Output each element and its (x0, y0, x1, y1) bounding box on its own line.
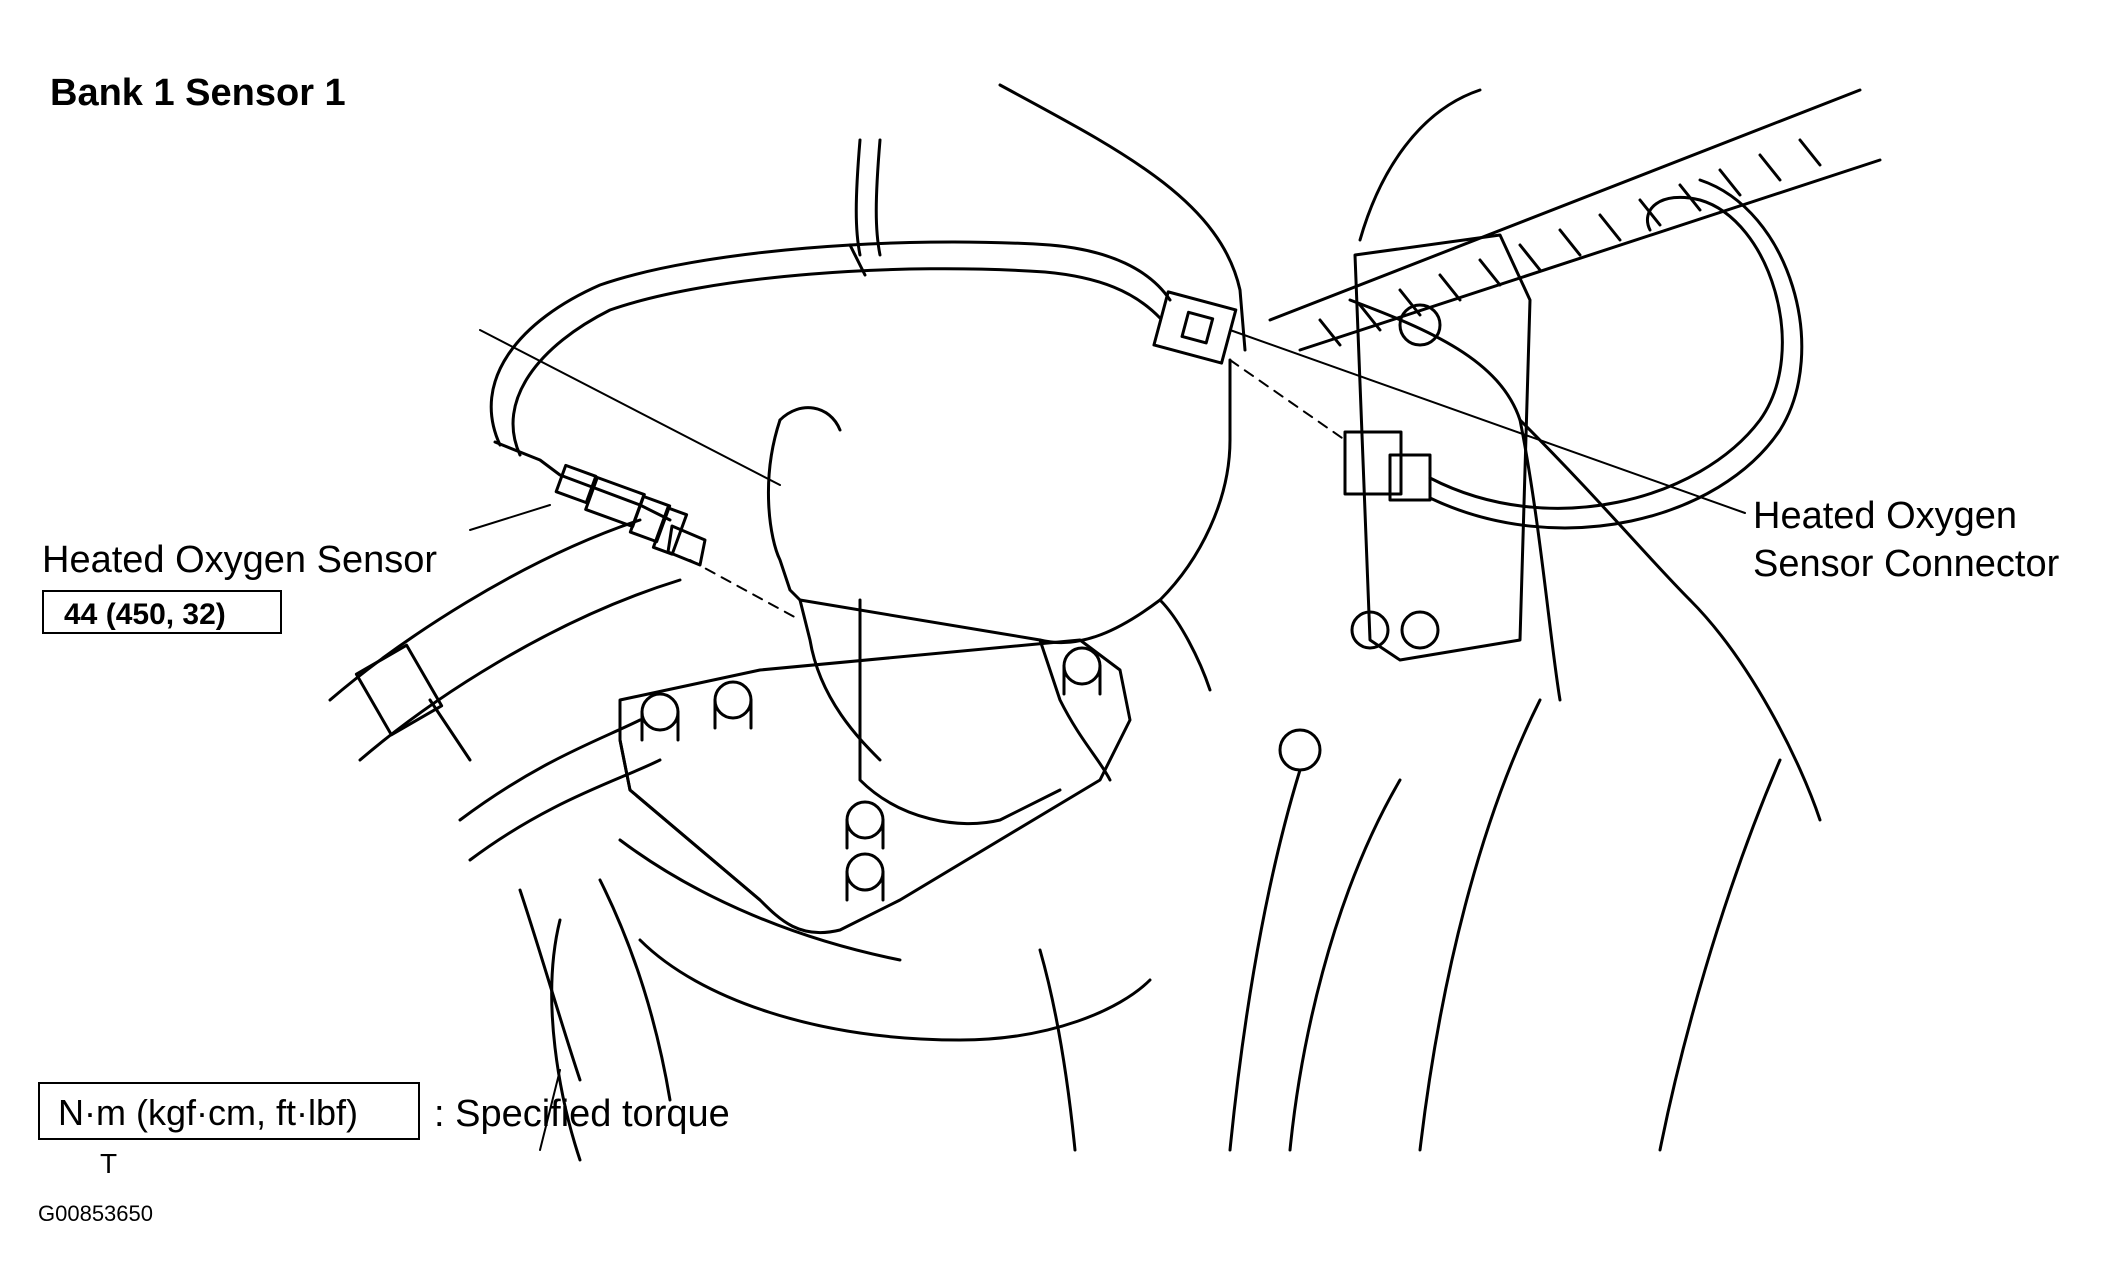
exhaust-cover (767, 358, 1232, 782)
oxygen-sensor-part (493, 440, 707, 567)
legend-unit-box: N·m (kgf·cm, ft·lbf) (38, 1082, 420, 1140)
connector-install-dashed (1229, 359, 1346, 441)
legend-leader-line (539, 1069, 561, 1151)
upper-hose (1268, 88, 1882, 352)
sensor-torque-box: 44 (450, 32) (42, 590, 282, 634)
lower-structure (550, 918, 1152, 1162)
figure-code: G00853650 (38, 1201, 153, 1226)
legend-unit: N·m (kgf·cm, ft·lbf) (58, 1092, 358, 1133)
sensor-label: Heated Oxygen Sensor (42, 539, 438, 581)
vehicle-connector (1343, 178, 1804, 530)
diagram-title: Bank 1 Sensor 1 (50, 72, 346, 114)
legend-description: : Specified torque (434, 1093, 730, 1135)
sensor-harness (489, 138, 1172, 457)
sensor-leader-line (469, 504, 551, 531)
connector-label-line1: Heated Oxygen (1753, 495, 2018, 537)
connector-label-line2: Sensor Connector (1753, 543, 2060, 585)
harness-connector (1152, 290, 1238, 365)
legend-torque-symbol: T (100, 1148, 118, 1179)
flange-studs (640, 646, 1102, 902)
exhaust-flange (618, 598, 1132, 935)
section-line (479, 329, 781, 486)
connector-leader-line (1229, 329, 1746, 514)
sensor-torque-value: 44 (450, 32) (64, 598, 226, 631)
left-hoses (328, 518, 902, 1102)
leader-lines (469, 329, 1746, 1151)
sensor-install-dashed (689, 559, 801, 621)
engine-body-outline (998, 83, 1822, 1152)
mounting-bracket (1278, 233, 1532, 772)
